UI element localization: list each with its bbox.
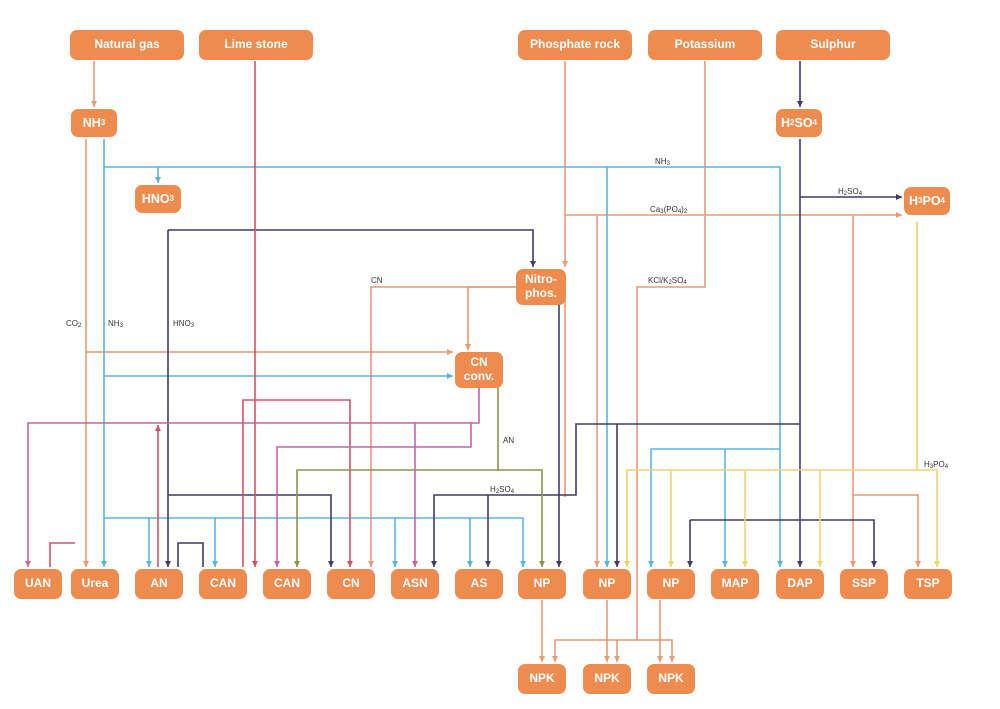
potassium-node: Potassium xyxy=(648,30,762,60)
product-npk-1: NPK xyxy=(518,664,566,694)
navy-flow-lines xyxy=(165,61,902,567)
olive-flow-lines xyxy=(294,384,545,567)
product-map: MAP xyxy=(711,569,759,599)
product-as: AS xyxy=(455,569,503,599)
blue-flow-lines xyxy=(101,139,783,567)
label-h2so4-line: H2SO4 xyxy=(838,187,863,197)
product-an: AN xyxy=(135,569,183,599)
label-h2so4-as: H2SO4 xyxy=(490,485,515,495)
product-asn: ASN xyxy=(391,569,439,599)
nitrophos-node: Nitro-phos. xyxy=(516,269,566,305)
label-cn: CN xyxy=(371,276,383,285)
product-urea: Urea xyxy=(71,569,119,599)
product-ssp: SSP xyxy=(840,569,888,599)
label-nh3-vertical: NH3 xyxy=(108,319,123,329)
label-an: AN xyxy=(503,436,515,445)
label-kcl-k2so4: KCl/K2SO4 xyxy=(648,276,687,286)
product-np-3: NP xyxy=(647,569,695,599)
label-nh3-line: NH3 xyxy=(655,157,670,167)
sulphur-node: Sulphur xyxy=(776,30,890,60)
product-tsp: TSP xyxy=(904,569,952,599)
label-h3po4-right: H3PO4 xyxy=(924,460,949,470)
yellow-flow-lines xyxy=(624,222,940,567)
product-uan: UAN xyxy=(14,569,62,599)
natural-gas-node: Natural gas xyxy=(70,30,184,60)
salmon-flow-lines xyxy=(83,61,921,662)
product-np-2: NP xyxy=(583,569,631,599)
product-can-2: CAN xyxy=(263,569,311,599)
magenta-flow-lines xyxy=(25,384,480,567)
crimson-flow-lines xyxy=(49,61,353,567)
product-can-1: CAN xyxy=(199,569,247,599)
product-cn: CN xyxy=(327,569,375,599)
product-np-1: NP xyxy=(518,569,566,599)
phosphate-rock-node: Phosphate rock xyxy=(518,30,632,60)
label-co2: CO2 xyxy=(66,319,82,329)
product-dap: DAP xyxy=(776,569,824,599)
label-hno3-vertical: HNO3 xyxy=(173,319,195,329)
label-ca3po42: Ca3(PO4)2 xyxy=(650,205,688,215)
product-npk-3: NPK xyxy=(647,664,695,694)
product-npk-2: NPK xyxy=(583,664,631,694)
lime-stone-node: Lime stone xyxy=(199,30,313,60)
